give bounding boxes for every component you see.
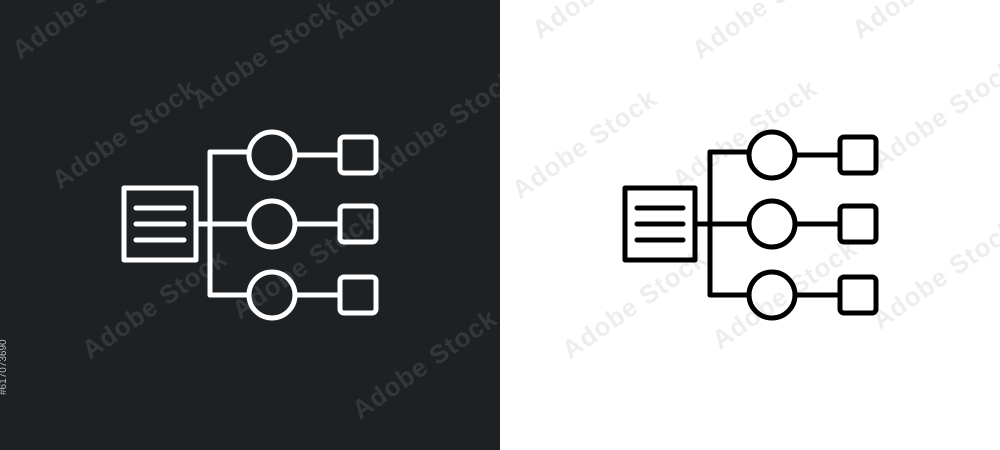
- node-square-icon: [337, 274, 379, 316]
- dark-panel: [0, 0, 500, 450]
- node-circle-icon: [246, 198, 298, 250]
- node-square-icon: [837, 203, 879, 245]
- hierarchy-icon-white: [121, 129, 379, 321]
- node-square-icon: [837, 274, 879, 316]
- stock-id-label: #617073690: [0, 339, 9, 395]
- light-panel: [500, 0, 1000, 450]
- node-circle-icon: [746, 269, 798, 321]
- hierarchy-icon-black: [622, 129, 879, 321]
- node-square-icon: [837, 134, 879, 176]
- node-circle-icon: [246, 129, 298, 181]
- node-square-icon: [337, 134, 379, 176]
- node-circle-icon: [246, 269, 298, 321]
- node-circle-icon: [746, 129, 798, 181]
- node-circle-icon: [746, 198, 798, 250]
- node-square-icon: [337, 203, 379, 245]
